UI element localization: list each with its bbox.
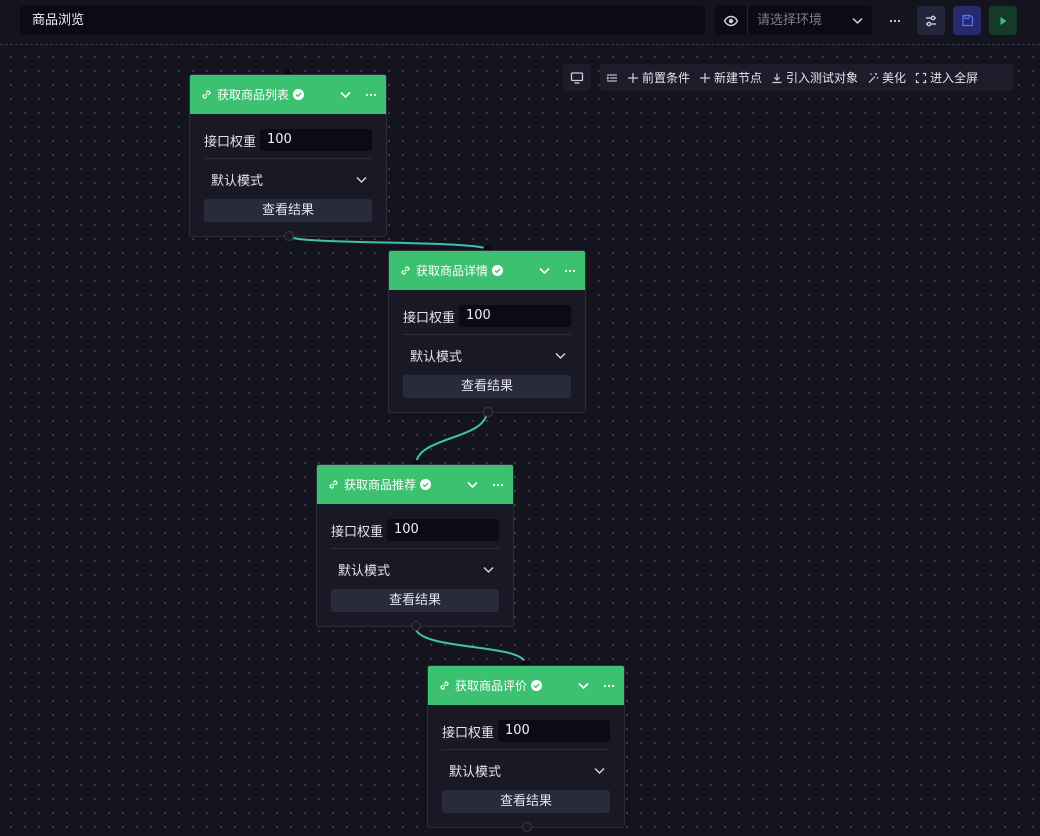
top-bar: 商品浏览 请选择环境: [0, 0, 1040, 45]
chevron-down-icon: [483, 566, 494, 573]
scenario-title-input[interactable]: 商品浏览: [20, 6, 705, 35]
chevron-down-icon: [555, 352, 566, 359]
more-horizontal-icon: [889, 19, 901, 22]
toolbar-import-label: 引入测试对象: [786, 71, 859, 85]
weight-input[interactable]: 100: [459, 305, 571, 327]
flow-node[interactable]: 获取商品评价 接口权重 100 默认模式 查看结果: [427, 665, 625, 832]
chevron-down-icon: [594, 767, 605, 774]
link-icon: [329, 480, 338, 489]
node-header[interactable]: 获取商品评价: [428, 666, 624, 705]
minimap-toggle-button[interactable]: [563, 64, 591, 91]
output-port[interactable]: [411, 621, 421, 631]
toolbar-fullscreen-button[interactable]: 进入全屏: [915, 69, 978, 86]
weight-input[interactable]: 100: [387, 519, 499, 541]
collapse-chevron-icon[interactable]: [538, 264, 551, 277]
node-header[interactable]: 获取商品详情: [389, 251, 585, 290]
node-header[interactable]: 获取商品推荐: [317, 465, 513, 504]
node-more-icon[interactable]: [563, 264, 577, 278]
output-port[interactable]: [284, 231, 294, 241]
node-divider: [331, 548, 499, 549]
save-button[interactable]: [953, 6, 981, 35]
toolbar-new-node-label: 新建节点: [714, 71, 763, 85]
settings-button[interactable]: [917, 6, 945, 35]
node-title: 获取商品评价: [455, 679, 528, 693]
plus-icon: [628, 72, 638, 83]
check-circle-icon: [531, 680, 543, 691]
link-icon: [401, 266, 410, 275]
output-port[interactable]: [522, 822, 532, 832]
collapse-chevron-icon[interactable]: [466, 478, 479, 491]
canvas-toolbar: 前置条件 新建节点 引入测试对象 美化 进入全屏: [600, 64, 1014, 91]
weight-label: 接口权重: [442, 725, 495, 741]
mode-value: 默认模式: [449, 764, 502, 780]
weight-label: 接口权重: [331, 524, 384, 540]
check-circle-icon: [420, 479, 432, 490]
node-title: 获取商品详情: [416, 264, 489, 278]
eye-icon[interactable]: [723, 13, 739, 29]
flow-node[interactable]: 获取商品列表 接口权重 100 默认模式 查看结果: [189, 74, 387, 241]
output-port[interactable]: [483, 407, 493, 417]
node-title: 获取商品列表: [217, 88, 290, 102]
mode-value: 默认模式: [338, 563, 391, 579]
check-circle-icon: [492, 265, 504, 276]
toolbar-new-node-button[interactable]: 新建节点: [699, 69, 762, 86]
flow-node[interactable]: 获取商品推荐 接口权重 100 默认模式 查看结果: [316, 464, 514, 631]
view-result-button[interactable]: 查看结果: [204, 199, 372, 222]
toolbar-import-button[interactable]: 引入测试对象: [771, 69, 858, 86]
sliders-icon: [926, 15, 936, 26]
node-divider: [403, 334, 571, 335]
toolbar-preconditions-label: 前置条件: [642, 71, 691, 85]
fullscreen-icon: [915, 72, 927, 83]
mode-value: 默认模式: [410, 349, 463, 365]
mode-value: 默认模式: [211, 173, 264, 189]
select-divider: [747, 6, 748, 35]
node-more-icon[interactable]: [602, 679, 616, 693]
node-more-icon[interactable]: [491, 478, 505, 492]
collapse-chevron-icon[interactable]: [339, 88, 352, 101]
node-title: 获取商品推荐: [344, 478, 417, 492]
link-icon: [440, 681, 449, 690]
flow-node[interactable]: 获取商品详情 接口权重 100 默认模式 查看结果: [388, 250, 586, 417]
mode-select[interactable]: 默认模式: [204, 159, 372, 199]
collapse-chevron-icon[interactable]: [577, 679, 590, 692]
node-divider: [442, 749, 610, 750]
toolbar-beautify-label: 美化: [882, 71, 907, 85]
node-header[interactable]: 获取商品列表: [190, 75, 386, 114]
more-options-button[interactable]: [881, 6, 909, 35]
weight-input[interactable]: 100: [260, 129, 372, 151]
chevron-down-icon: [852, 17, 863, 25]
check-circle-icon: [293, 89, 305, 100]
magic-wand-icon: [868, 72, 879, 83]
save-icon: [961, 14, 973, 27]
weight-input[interactable]: 100: [498, 720, 610, 742]
mode-select[interactable]: 默认模式: [331, 549, 499, 589]
toolbar-preconditions-button[interactable]: 前置条件: [627, 69, 690, 86]
view-result-button[interactable]: 查看结果: [331, 589, 499, 612]
weight-label: 接口权重: [403, 310, 456, 326]
chevron-down-icon: [356, 176, 367, 183]
environment-placeholder: 请选择环境: [757, 13, 823, 28]
plus-icon: [700, 72, 711, 83]
view-result-button[interactable]: 查看结果: [442, 790, 610, 813]
toolbar-fullscreen-label: 进入全屏: [930, 71, 979, 85]
node-more-icon[interactable]: [364, 88, 378, 102]
environment-select[interactable]: 请选择环境: [715, 6, 872, 35]
download-icon: [772, 73, 782, 83]
flow-canvas[interactable]: [0, 46, 1040, 836]
monitor-icon: [570, 71, 584, 84]
mode-select[interactable]: 默认模式: [442, 750, 610, 790]
run-button[interactable]: [989, 6, 1017, 35]
view-result-button[interactable]: 查看结果: [403, 375, 571, 398]
play-icon: [1000, 16, 1007, 25]
list-indent-icon: [606, 73, 617, 82]
toolbar-list-button[interactable]: [606, 72, 618, 84]
node-divider: [204, 158, 372, 159]
toolbar-beautify-button[interactable]: 美化: [867, 69, 906, 86]
mode-select[interactable]: 默认模式: [403, 335, 571, 375]
weight-label: 接口权重: [204, 134, 257, 150]
link-icon: [202, 90, 211, 99]
